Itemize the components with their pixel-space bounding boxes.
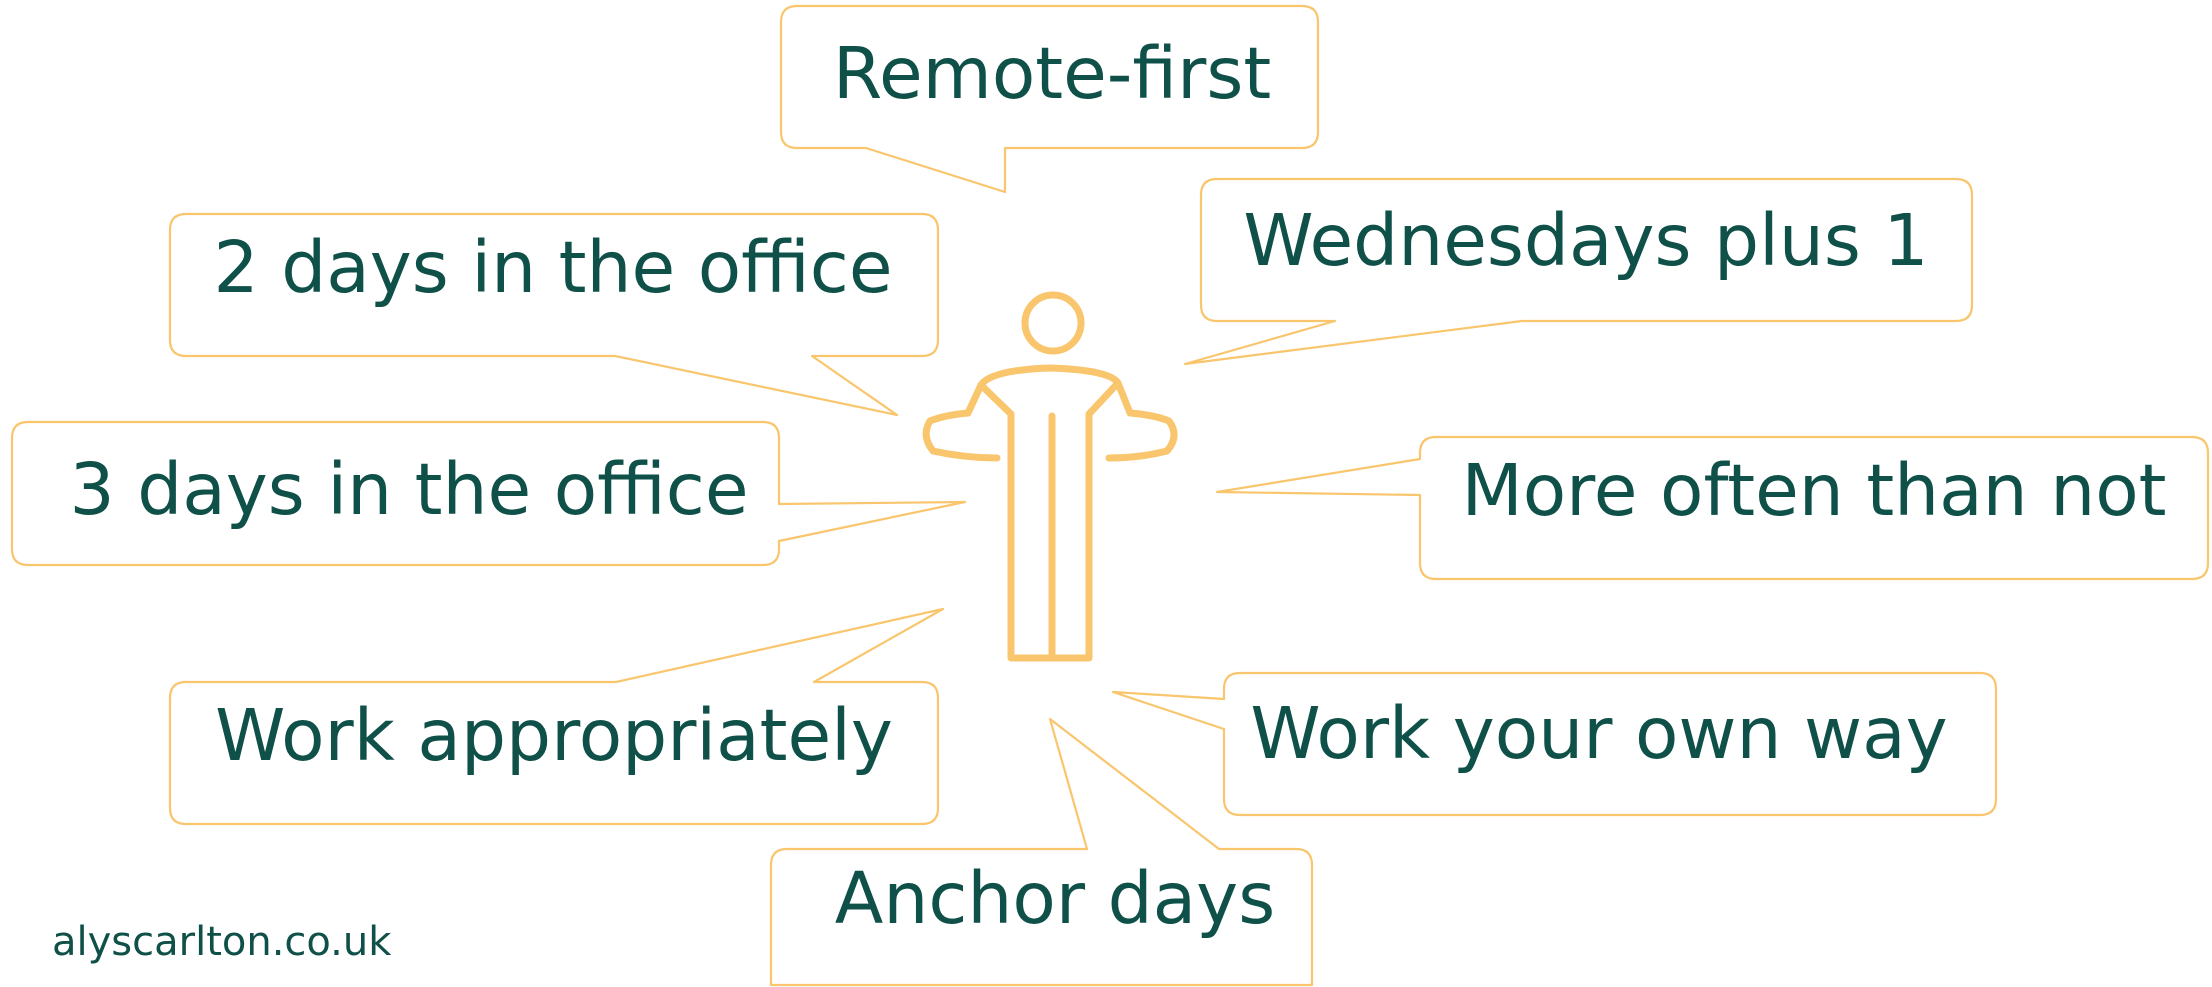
bubble-remote-first: Remote-first <box>779 4 1320 194</box>
bubble-work-own-way-shape <box>1111 671 1998 817</box>
bubble-anchor-days-shape <box>769 717 1314 987</box>
bubble-two-days-label: 2 days in the office <box>213 226 892 309</box>
bubble-wednesdays-label: Wednesdays plus 1 <box>1243 199 1928 282</box>
bubble-more-often: More often than not <box>1215 435 2210 581</box>
bubble-work-appropriately-shape <box>168 607 945 826</box>
bubble-work-appropriately: Work appropriately <box>168 607 945 826</box>
bubble-wednesdays: Wednesdays plus 1 <box>1183 177 1974 366</box>
bubble-remote-first-shape <box>779 4 1320 194</box>
bubble-work-appropriately-label: Work appropriately <box>215 694 893 777</box>
figure-head <box>1021 291 1085 355</box>
bubble-two-days-shape <box>168 212 940 417</box>
bubble-two-days: 2 days in the office <box>168 212 940 417</box>
bubble-three-days-shape <box>10 420 967 567</box>
bubble-three-days-label: 3 days in the office <box>69 448 748 531</box>
bubble-work-own-way: Work your own way <box>1111 671 1998 817</box>
bubble-more-often-shape <box>1215 435 2210 581</box>
bubble-anchor-days: Anchor days <box>769 717 1314 987</box>
bubble-remote-first-label: Remote-first <box>833 32 1271 115</box>
site-credit: alyscarlton.co.uk <box>52 919 392 965</box>
bubble-work-own-way-label: Work your own way <box>1250 692 1947 775</box>
bubble-more-often-label: More often than not <box>1461 449 2166 532</box>
shrugging-person-icon <box>922 291 1178 662</box>
bubble-anchor-days-label: Anchor days <box>835 857 1275 940</box>
bubble-wednesdays-shape <box>1183 177 1974 366</box>
figure-right-arm <box>1105 379 1178 462</box>
bubble-three-days: 3 days in the office <box>10 420 967 567</box>
figure-left-arm <box>922 381 1001 462</box>
